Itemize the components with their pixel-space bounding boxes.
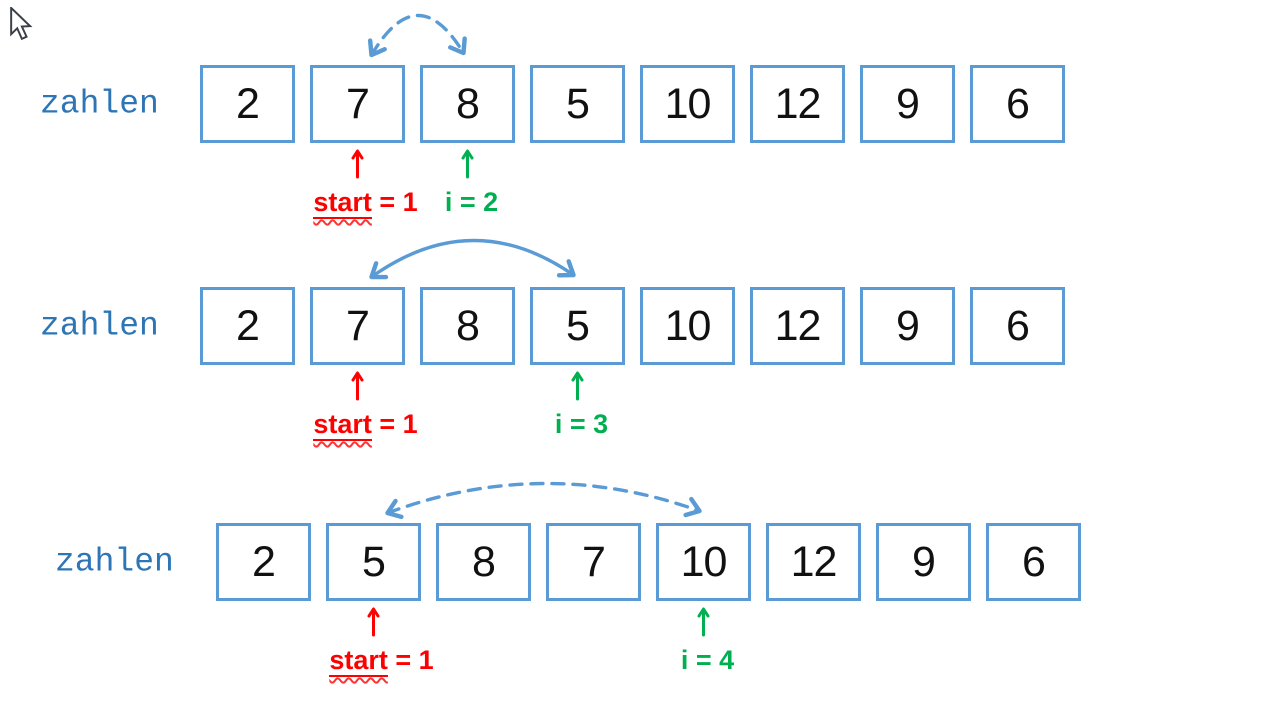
swap-arc: [369, 238, 576, 280]
start-value: = 1: [371, 409, 418, 439]
array-cell: 5: [530, 65, 625, 143]
i-pointer-arrow: [697, 607, 710, 637]
i-pointer-arrow: [571, 371, 584, 401]
array-cell: 9: [876, 523, 971, 601]
start-pointer-label: start = 1: [262, 645, 502, 677]
start-word: start: [313, 187, 372, 217]
i-pointer-label: i = 4: [680, 645, 735, 675]
array-cell: 10: [640, 287, 735, 365]
start-word-underline: start: [329, 645, 388, 677]
array-cell: 9: [860, 65, 955, 143]
array-cell: 2: [200, 65, 295, 143]
array-cell: 6: [986, 523, 1081, 601]
array-name-label: zahlen: [55, 543, 174, 581]
array-cell: 12: [766, 523, 861, 601]
array-cell: 10: [656, 523, 751, 601]
start-value: = 1: [371, 187, 418, 217]
array-cell: 7: [546, 523, 641, 601]
start-word: start: [313, 409, 372, 439]
start-pointer-arrow: [351, 371, 364, 401]
array-cell: 6: [970, 287, 1065, 365]
array-cell: 12: [750, 65, 845, 143]
start-word-underline: start: [313, 409, 372, 441]
start-pointer-label: start = 1: [246, 409, 486, 441]
array-cell: 5: [530, 287, 625, 365]
array-cell: 10: [640, 65, 735, 143]
mouse-cursor-icon: [10, 7, 33, 41]
start-value: = 1: [387, 645, 434, 675]
array-cell: 8: [420, 65, 515, 143]
array-cell: 2: [200, 287, 295, 365]
array-cell: 2: [216, 523, 311, 601]
array-name-label: zahlen: [40, 307, 159, 345]
array-name-label: zahlen: [40, 85, 159, 123]
i-pointer-arrow: [461, 149, 474, 179]
swap-arc: [367, 13, 467, 58]
swap-arc: [385, 481, 702, 520]
array-cell: 6: [970, 65, 1065, 143]
array-cell: 9: [860, 287, 955, 365]
start-word-underline: start: [313, 187, 372, 219]
array-cell: 8: [420, 287, 515, 365]
array-cell: 7: [310, 287, 405, 365]
start-pointer-label: start = 1: [246, 187, 486, 219]
array-cell: 5: [326, 523, 421, 601]
start-word: start: [329, 645, 388, 675]
start-pointer-arrow: [367, 607, 380, 637]
i-pointer-label: i = 3: [554, 409, 609, 439]
array-cell: 12: [750, 287, 845, 365]
array-cell: 7: [310, 65, 405, 143]
i-pointer-label: i = 2: [444, 187, 499, 217]
start-pointer-arrow: [351, 149, 364, 179]
array-cell: 8: [436, 523, 531, 601]
